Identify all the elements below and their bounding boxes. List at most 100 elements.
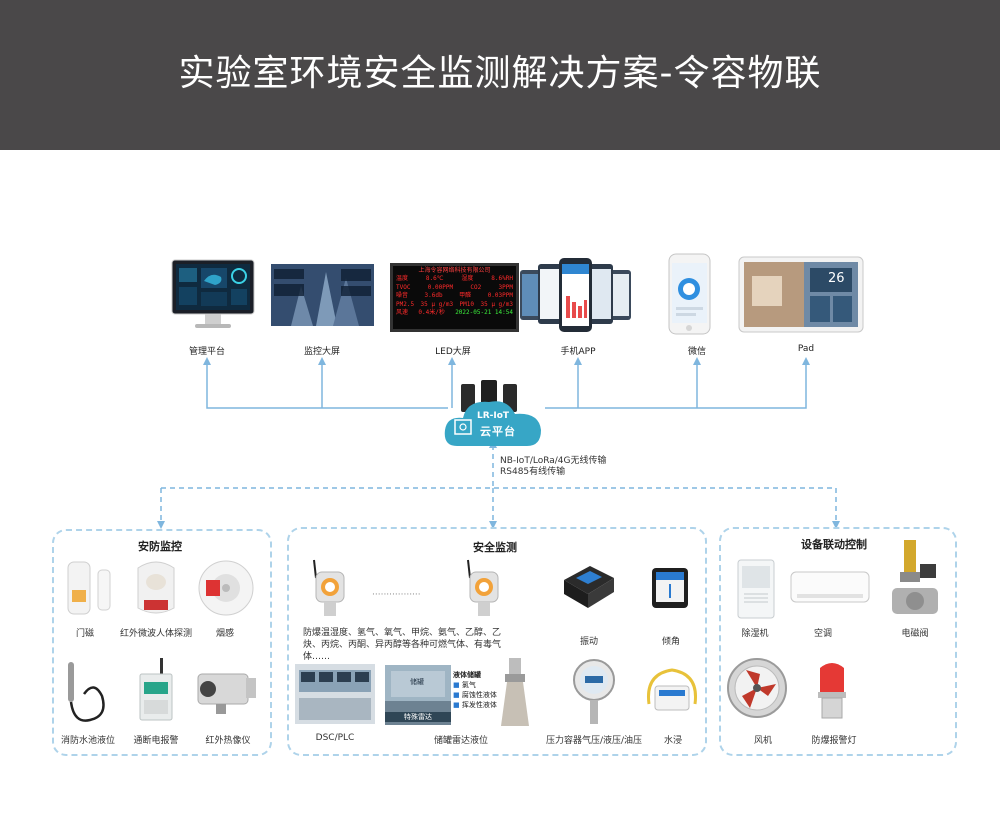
led-cell: 8.6%RH: [491, 275, 513, 282]
safety-label: DSC/PLC: [315, 733, 355, 743]
led-cell: 3.6db: [424, 292, 443, 299]
security-label: 烟感: [215, 629, 234, 639]
tank-legend-item: ■ 挥发性液体: [453, 701, 497, 709]
led-footer: 风速 0.4米/秒 2022-05-21 14:54: [393, 309, 516, 318]
linkage-label: 空调: [813, 629, 832, 639]
pad-number: 26: [828, 271, 845, 286]
tank-legend-item: ■ 腐蚀性液体: [453, 691, 497, 699]
gas-dots: ·················: [372, 590, 421, 600]
security-label: 红外微波人体探测: [119, 629, 192, 639]
led-screen-device: 上海令容网络科技有限公司 温度 8.6℃ 湿度 8.6%RH TVOC 0.00…: [390, 263, 519, 332]
gas-description: 防爆温湿度、氢气、氧气、甲烷、氨气、乙醇、乙炔、丙烷、丙酮、异丙醇等各种可燃气体…: [303, 628, 502, 662]
link-pad: [545, 362, 807, 409]
big-screen-icon: [271, 264, 374, 326]
led-cell: 35 μ g/m3: [480, 300, 513, 308]
led-cell: 0.00PPM: [427, 283, 454, 291]
safety-label: 水浸: [663, 736, 682, 746]
power-alarm-icon: [136, 656, 176, 726]
monitor-icon: [171, 259, 255, 328]
led-cell: 风速: [396, 309, 409, 316]
led-row: TVOC 0.00PPM CO2 3PPM: [393, 284, 516, 293]
tank-photo-top: 储罐: [410, 678, 424, 686]
terminal-label-monitor: 监控大屏: [303, 347, 340, 357]
led-cell: TVOC: [396, 283, 411, 291]
terminal-label-led: LED大屏: [435, 347, 471, 357]
led-company: 上海令容网络科技有限公司: [418, 267, 491, 274]
fan-icon: [724, 656, 790, 724]
dehumidifier-icon: [736, 558, 776, 624]
link-management: [206, 362, 448, 409]
led-cell: 35 μ g/m3: [420, 300, 454, 308]
led-cell: 甲醛: [459, 292, 472, 299]
led-cell: 8.6℃: [425, 275, 444, 282]
phones-icon: [520, 258, 631, 332]
security-label: 门磁: [75, 629, 94, 639]
safety-label: 压力容器气压/液压/油压: [545, 736, 643, 746]
water-level-probe-icon: [64, 660, 110, 730]
thermal-imager-icon: [196, 668, 258, 720]
security-label: 红外热像仪: [205, 736, 251, 746]
radar-level-icon: [499, 656, 531, 732]
linkage-label: 电磁阀: [901, 629, 929, 639]
smoke-detector-icon: [196, 558, 256, 622]
tank-radar-photo: 储罐 特殊雷达: [385, 665, 451, 725]
led-cell: CO2: [470, 283, 482, 291]
tank-legend-text: 挥发性液体: [461, 701, 497, 709]
gas-detector-icon: [460, 558, 504, 624]
vibration-sensor-icon: [560, 560, 618, 618]
mobile-app-device: [518, 258, 633, 332]
pir-sensor-icon: [134, 558, 178, 622]
tank-legend-item: ■ 氯气: [453, 681, 476, 689]
tank-legend-text: 氯气: [461, 681, 476, 689]
led-cell: 0.03PPM: [487, 292, 513, 299]
big-screen-device: [271, 264, 374, 326]
door-sensor-icon: [66, 560, 118, 620]
led-cell: 温度: [396, 275, 409, 282]
network-note: NB-IoT/LoRa/4G无线传输 RS485有线传输: [500, 456, 607, 478]
terminal-label-management: 管理平台: [188, 347, 225, 357]
tilt-sensor-icon: [648, 562, 692, 618]
led-date: 2022-05-21 14:54: [455, 309, 513, 316]
led-cell: 噪音: [396, 292, 409, 299]
air-conditioner-icon: [789, 568, 871, 612]
alarm-light-icon: [810, 660, 854, 726]
management-platform-device: [171, 259, 255, 331]
safety-label: 倾角: [661, 637, 680, 647]
linkage-label: 除湿机: [741, 629, 769, 639]
cloud-line1: LR-IoT: [477, 411, 510, 421]
solenoid-valve-icon: [890, 538, 940, 622]
title-banner: 实验室环境安全监测解决方案-令容物联: [0, 0, 1000, 150]
led-row: 噪音 3.6db 甲醛 0.03PPM: [393, 292, 516, 301]
dsc-plc-icon: [295, 664, 375, 728]
cloud-line2: 云平台: [480, 425, 516, 438]
terminal-label-pad: Pad: [797, 344, 815, 354]
cloud-platform: LR-IoT 云平台: [443, 380, 543, 448]
pressure-gauge-icon: [571, 658, 617, 730]
led-cell: 湿度: [461, 275, 474, 282]
led-row: 温度 8.6℃ 湿度 8.6%RH: [393, 275, 516, 284]
water-leak-sensor-icon: [645, 664, 699, 726]
page-title: 实验室环境安全监测解决方案-令容物联: [178, 53, 822, 94]
terminal-label-wechat: 微信: [687, 347, 706, 357]
safety-label: 振动: [579, 637, 598, 647]
tank-legend: 液体储罐 ■ 氯气 ■ 腐蚀性液体 ■ 挥发性液体: [453, 670, 499, 710]
network-line1: NB-IoT/LoRa/4G无线传输: [500, 456, 607, 466]
security-label: 通断电报警: [133, 736, 179, 746]
led-cell: 0.4米/秒: [418, 309, 445, 316]
terminal-label-app: 手机APP: [560, 347, 596, 357]
cloud-icon: [444, 380, 541, 446]
network-line2: RS485有线传输: [500, 467, 566, 477]
security-label: 消防水池液位: [60, 736, 115, 746]
panel-linkage-title: 设备联动控制: [801, 538, 867, 551]
led-cell: 3PPM: [498, 283, 513, 291]
linkage-label: 风机: [753, 736, 772, 746]
safety-label: 储罐雷达液位: [433, 736, 488, 746]
gas-detector-icon: [306, 558, 350, 624]
pad-device: 26: [738, 256, 864, 333]
wechat-device: [668, 253, 711, 335]
panel-security-title: 安防监控: [138, 540, 182, 553]
tank-legend-title: 液体储罐: [453, 671, 481, 679]
linkage-label: 防爆报警灯: [811, 736, 857, 746]
panel-safety-title: 安全监测: [473, 541, 517, 554]
